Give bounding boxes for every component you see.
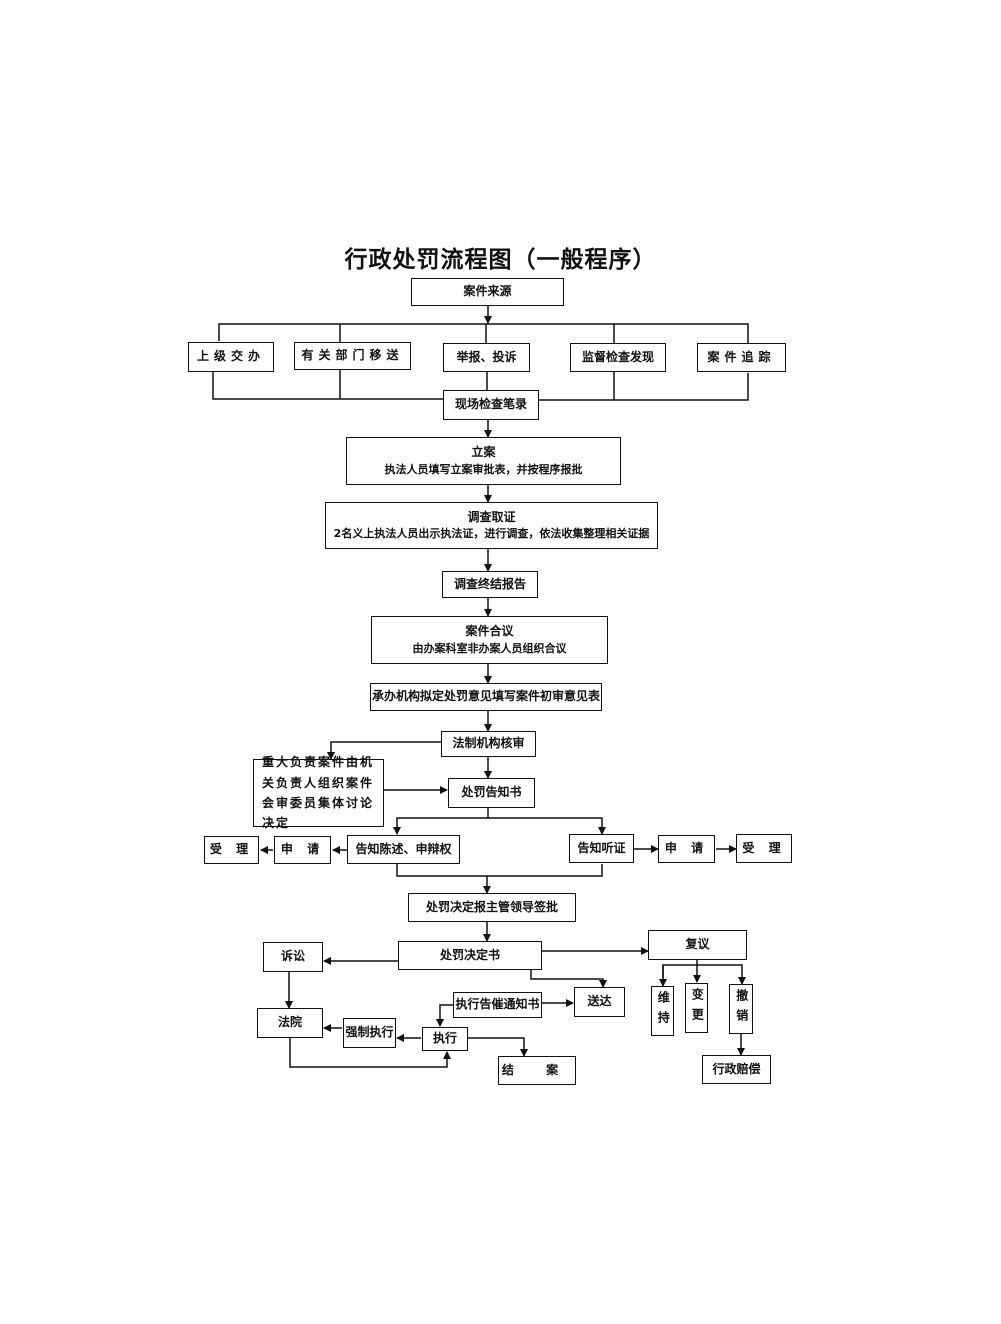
node-label: 处罚决定报主管领导签批 <box>425 899 558 914</box>
node-source-departments: 有关部门移送 <box>294 342 411 370</box>
node-change: 变更 <box>685 983 708 1033</box>
node-notify-hearing: 告知听证 <box>569 834 634 863</box>
node-case-discussion: 案件合议 由办案科室非办案人员组织合议 <box>371 616 608 664</box>
node-apply-right: 申 请 <box>658 835 715 863</box>
node-label: 撤销 <box>734 989 749 1029</box>
node-label: 结 案 <box>501 1062 573 1077</box>
node-major-case: 重大负责案件由机关负责人组织案件会审委员集体讨论决定 <box>253 755 384 830</box>
node-maintain: 维持 <box>651 986 674 1036</box>
node-notify-statement: 告知陈述、申辩权 <box>347 835 460 864</box>
node-decision-approval: 处罚决定报主管领导签批 <box>408 893 576 922</box>
node-label: 有关部门移送 <box>301 348 404 363</box>
node-penalty-notice: 处罚告知书 <box>448 778 535 808</box>
node-label: 执行告催通知书 <box>455 997 540 1012</box>
node-filing: 立案 执法人员填写立案审批表，并按程序报批 <box>346 437 621 485</box>
node-description: 2名义上执法人员出示执法证，进行调查，依法收集整理相关证据 <box>333 527 650 541</box>
node-accept-left: 受 理 <box>204 836 259 864</box>
node-decision-document: 处罚决定书 <box>398 941 542 970</box>
node-source-superior: 上级交办 <box>188 342 274 372</box>
node-description: 执法人员填写立案审批表，并按程序报批 <box>384 462 583 476</box>
node-source-report: 举报、投诉 <box>443 343 530 372</box>
node-forced-execution: 强制执行 <box>343 1018 396 1048</box>
node-label: 处罚告知书 <box>461 785 522 800</box>
node-preliminary-opinion: 承办机构拟定处罚意见填写案件初审意见表 <box>370 683 602 711</box>
node-execution: 执行 <box>422 1027 468 1051</box>
node-label: 告知陈述、申辩权 <box>355 841 452 856</box>
node-revoke: 撤销 <box>729 984 753 1034</box>
arrow-legal-to-major <box>327 741 441 760</box>
arrow-court-to-execution <box>289 1038 451 1068</box>
node-label: 送达 <box>587 994 612 1009</box>
node-onsite-record: 现场检查笔录 <box>443 390 539 420</box>
node-case-closed: 结 案 <box>498 1056 576 1085</box>
node-label: 维持 <box>656 991 671 1031</box>
node-apply-left: 申 请 <box>274 836 331 864</box>
node-accept-right: 受 理 <box>736 834 792 863</box>
node-administrative-compensation: 行政赔偿 <box>702 1055 771 1084</box>
arrow-notice-to-hearing <box>488 817 606 835</box>
node-label: 处罚决定书 <box>439 947 500 962</box>
node-case-source: 案件来源 <box>411 278 564 306</box>
node-title: 立案 <box>471 445 496 460</box>
arrow-recon-to-maintain <box>662 964 746 985</box>
node-label: 调查终结报告 <box>453 576 526 591</box>
node-investigation: 调查取证 2名义上执法人员出示执法证，进行调查，依法收集整理相关证据 <box>325 502 658 549</box>
node-label: 现场检查笔录 <box>454 397 527 412</box>
node-label: 重大负责案件由机关负责人组织案件会审委员集体讨论决定 <box>262 755 375 831</box>
node-court: 法院 <box>257 1008 323 1038</box>
node-label: 法院 <box>277 1015 302 1030</box>
node-title: 案件合议 <box>465 624 514 639</box>
collect-bus-left <box>212 372 443 400</box>
merge-statement <box>396 864 603 877</box>
page-title: 行政处罚流程图（一般程序） <box>344 247 657 273</box>
node-label: 复议 <box>685 937 710 952</box>
node-delivery: 送达 <box>574 987 625 1017</box>
node-label: 上级交办 <box>196 349 265 364</box>
node-litigation: 诉讼 <box>263 942 323 972</box>
node-label: 监督检查发现 <box>581 349 654 364</box>
node-label: 执行 <box>432 1031 457 1046</box>
node-description: 由办案科室非办案人员组织合议 <box>412 641 567 655</box>
node-label: 受 理 <box>742 840 786 855</box>
arrow-decision-to-delivery <box>530 970 607 988</box>
node-label: 申 请 <box>280 842 325 857</box>
node-label: 诉讼 <box>280 949 305 964</box>
node-label: 案件来源 <box>463 284 512 299</box>
node-label: 受 理 <box>209 842 254 857</box>
node-legal-review: 法制机构核审 <box>441 731 536 757</box>
node-label: 告知听证 <box>577 840 626 855</box>
node-title: 调查取证 <box>467 509 516 524</box>
node-label: 法制机构核审 <box>452 736 525 751</box>
node-final-report: 调查终结报告 <box>442 571 538 598</box>
arrow-reminder-to-execution <box>436 1004 453 1027</box>
node-label: 举报、投诉 <box>456 349 517 364</box>
node-source-tracking: 案件追踪 <box>697 343 786 372</box>
node-label: 案件追踪 <box>707 349 776 364</box>
node-label: 承办机构拟定处罚意见填写案件初审意见表 <box>371 689 600 704</box>
node-label: 行政赔偿 <box>712 1061 761 1076</box>
source-bus <box>218 323 749 347</box>
collect-bus-right <box>539 373 749 401</box>
node-execution-reminder: 执行告催通知书 <box>453 992 542 1018</box>
node-source-supervision: 监督检查发现 <box>570 343 666 372</box>
node-label: 变更 <box>690 988 705 1028</box>
arrow-execution-to-closed <box>468 1037 528 1057</box>
arrow-notice-to-statement <box>393 817 488 835</box>
node-label: 强制执行 <box>345 1025 394 1040</box>
node-label: 申 请 <box>664 841 709 856</box>
node-reconsideration: 复议 <box>648 930 747 960</box>
